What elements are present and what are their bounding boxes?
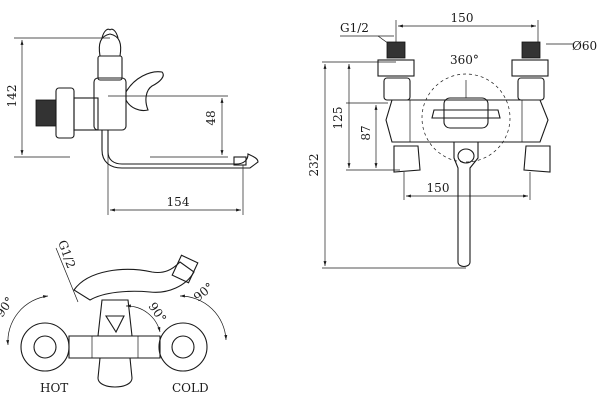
front-inlet-right — [521, 41, 541, 59]
front-handle-left — [393, 145, 421, 173]
top-hot-handle-outer — [20, 322, 70, 372]
side-body — [93, 77, 127, 131]
front-spout — [453, 141, 479, 268]
side-lever — [125, 71, 164, 112]
top-spout — [97, 357, 133, 388]
front-diverter — [443, 97, 489, 129]
top-angle-arc-right — [179, 294, 228, 341]
side-view: 142 48 154 — [5, 28, 259, 215]
side-height-48: 48 — [204, 110, 218, 125]
top-angle-arc-left — [6, 295, 49, 346]
top-cold-label: COLD — [172, 381, 209, 395]
front-distance-150-top: 150 — [451, 11, 474, 25]
top-cold-handle-outer — [158, 322, 208, 372]
front-diameter-label: Ø60 — [572, 39, 597, 53]
front-thread-label: G1/2 — [340, 21, 369, 35]
side-wall-flange — [55, 87, 75, 139]
top-angle-center: 90° — [146, 300, 170, 325]
front-body — [385, 99, 549, 143]
front-rotation-circle — [421, 73, 511, 163]
front-rotation-label: 360° — [450, 53, 479, 67]
side-diverter-knob — [98, 33, 122, 57]
top-view: G1/2 90° 90° 90° HOT COLD — [0, 238, 228, 395]
front-inlet-left — [386, 41, 406, 59]
side-length-154: 154 — [167, 195, 190, 209]
top-angle-right: 90° — [191, 280, 216, 304]
top-angle-arc-center — [125, 304, 161, 333]
front-height-125: 125 — [331, 107, 345, 130]
top-angle-left: 90° — [0, 294, 17, 319]
side-spout — [101, 129, 259, 169]
front-handle-right — [523, 145, 551, 173]
front-height-232: 232 — [307, 154, 321, 177]
top-hot-label: HOT — [40, 381, 68, 395]
side-inlet-nut — [35, 99, 57, 127]
top-body — [68, 335, 161, 359]
front-view: G1/2 150 Ø60 232 125 87 150 360° — [307, 11, 597, 269]
front-height-87: 87 — [359, 125, 373, 140]
top-lever — [73, 261, 195, 301]
side-height-142: 142 — [5, 85, 19, 108]
front-distance-150-bottom: 150 — [427, 181, 450, 195]
